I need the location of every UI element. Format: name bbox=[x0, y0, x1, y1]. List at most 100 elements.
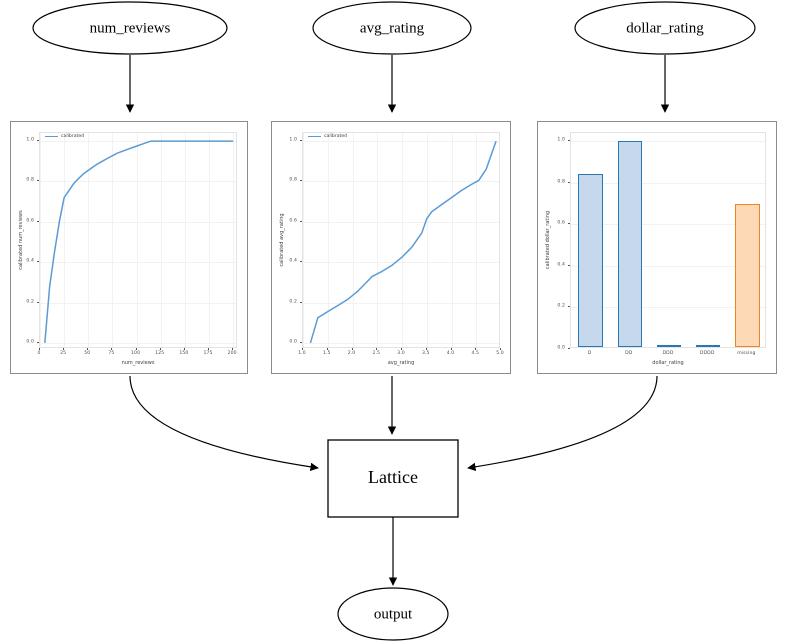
gridline-horizontal bbox=[303, 181, 499, 183]
x-tick-mark bbox=[63, 348, 65, 350]
gridline-horizontal bbox=[40, 221, 236, 223]
gridline-vertical bbox=[40, 133, 41, 347]
y-tick-label: 0.8 bbox=[289, 177, 297, 183]
node-output[interactable]: output bbox=[337, 587, 449, 641]
legend-line-swatch bbox=[308, 135, 321, 138]
y-tick-label: 0.8 bbox=[26, 177, 34, 183]
y-tick-mark bbox=[36, 341, 39, 343]
gridline-vertical bbox=[451, 133, 453, 347]
gridline-horizontal bbox=[571, 224, 765, 226]
gridline-vertical bbox=[160, 133, 162, 347]
gridline-horizontal bbox=[40, 181, 236, 183]
x-tick-label: 75 bbox=[108, 351, 115, 356]
gridline-horizontal bbox=[40, 262, 236, 264]
x-tick-label: 3.5 bbox=[421, 351, 430, 356]
gridline-vertical bbox=[327, 133, 329, 347]
node-num-reviews[interactable]: num_reviews bbox=[32, 1, 228, 55]
y-tick-label: 0.0 bbox=[26, 339, 34, 345]
legend-line-swatch bbox=[45, 135, 58, 138]
y-tick-mark bbox=[36, 220, 39, 222]
node-label-output: output bbox=[374, 606, 413, 622]
y-tick-label: 0.4 bbox=[289, 258, 297, 264]
x-tick-mark bbox=[135, 348, 137, 350]
x-tick-label: 100 bbox=[131, 351, 141, 356]
y-tick-mark bbox=[299, 140, 302, 142]
x-tick-label: 125 bbox=[155, 351, 165, 356]
bar-missing bbox=[735, 203, 760, 347]
edge-chart1-to-lattice bbox=[129, 375, 319, 472]
gridline-vertical bbox=[88, 133, 90, 347]
y-tick-mark bbox=[567, 140, 570, 142]
x-tick-label: DDDD bbox=[699, 351, 715, 356]
y-tick-mark bbox=[299, 341, 302, 343]
node-label-num-reviews: num_reviews bbox=[90, 20, 171, 36]
x-tick-label: 1.5 bbox=[322, 351, 331, 356]
bar-DDDD bbox=[696, 345, 721, 347]
x-tick-label: 4.0 bbox=[446, 351, 455, 356]
x-tick-mark bbox=[87, 348, 89, 350]
gridline-vertical bbox=[209, 133, 211, 347]
node-dollar-rating[interactable]: dollar_rating bbox=[574, 1, 756, 55]
gridline-vertical bbox=[476, 133, 478, 347]
y-tick-mark bbox=[36, 261, 39, 263]
node-label-avg-rating: avg_rating bbox=[360, 20, 425, 36]
x-tick-label: missing bbox=[737, 351, 756, 356]
x-tick-label: 175 bbox=[203, 351, 213, 356]
x-tick-label: 200 bbox=[227, 351, 237, 356]
y-tick-label: 1.0 bbox=[289, 137, 297, 143]
gridline-horizontal bbox=[303, 342, 499, 344]
legend-avg-rating: calibrated bbox=[308, 134, 347, 139]
x-tick-label: 4.5 bbox=[471, 351, 480, 356]
x-tick-label: DD bbox=[625, 351, 633, 356]
y-tick-label: 1.0 bbox=[26, 137, 34, 143]
node-avg-rating[interactable]: avg_rating bbox=[312, 1, 472, 55]
plot-area-dollar-rating bbox=[570, 132, 766, 348]
y-tick-mark bbox=[299, 261, 302, 263]
legend-label: calibrated bbox=[324, 134, 348, 139]
x-tick-mark bbox=[39, 348, 40, 350]
edge-chart3-to-lattice bbox=[467, 375, 658, 471]
gridline-horizontal bbox=[303, 141, 499, 143]
gridline-vertical bbox=[64, 133, 66, 347]
node-lattice[interactable]: Lattice bbox=[327, 439, 459, 518]
x-tick-mark bbox=[302, 348, 303, 350]
gridline-horizontal bbox=[303, 262, 499, 264]
x-tick-label: 5.0 bbox=[496, 351, 504, 356]
plot-area-num-reviews bbox=[39, 132, 237, 348]
node-label-lattice: Lattice bbox=[368, 467, 418, 487]
gridline-horizontal bbox=[303, 302, 499, 304]
gridline-vertical bbox=[352, 133, 354, 347]
x-tick-mark bbox=[208, 348, 210, 350]
legend-num-reviews: calibrated bbox=[45, 134, 84, 139]
gridline-horizontal bbox=[571, 141, 765, 143]
gridline-vertical bbox=[233, 133, 235, 347]
y-tick-mark bbox=[567, 223, 570, 225]
y-tick-mark bbox=[36, 180, 39, 182]
x-axis-title: avg_rating bbox=[387, 360, 415, 366]
gridline-horizontal bbox=[571, 182, 765, 184]
x-tick-label: 3.0 bbox=[397, 351, 405, 356]
gridline-horizontal bbox=[40, 342, 236, 344]
y-tick-label: 0.0 bbox=[557, 345, 565, 351]
y-tick-label: 0.6 bbox=[289, 218, 297, 224]
x-tick-mark bbox=[232, 348, 234, 350]
y-tick-mark bbox=[36, 301, 39, 303]
x-tick-mark bbox=[326, 348, 328, 350]
y-tick-label: 1.0 bbox=[557, 137, 565, 143]
y-tick-mark bbox=[299, 180, 302, 182]
gridline-horizontal bbox=[571, 265, 765, 267]
legend-label: calibrated bbox=[61, 134, 85, 139]
y-tick-label: 0.4 bbox=[557, 262, 565, 268]
gridline-vertical bbox=[402, 133, 403, 347]
gridline-vertical bbox=[136, 133, 138, 347]
x-tick-mark bbox=[425, 348, 427, 350]
gridline-vertical bbox=[377, 133, 379, 347]
node-label-dollar-rating: dollar_rating bbox=[626, 20, 704, 36]
x-tick-label: DDD bbox=[662, 351, 674, 356]
x-tick-mark bbox=[351, 348, 353, 350]
x-tick-mark bbox=[401, 348, 402, 350]
x-tick-mark bbox=[500, 348, 501, 350]
